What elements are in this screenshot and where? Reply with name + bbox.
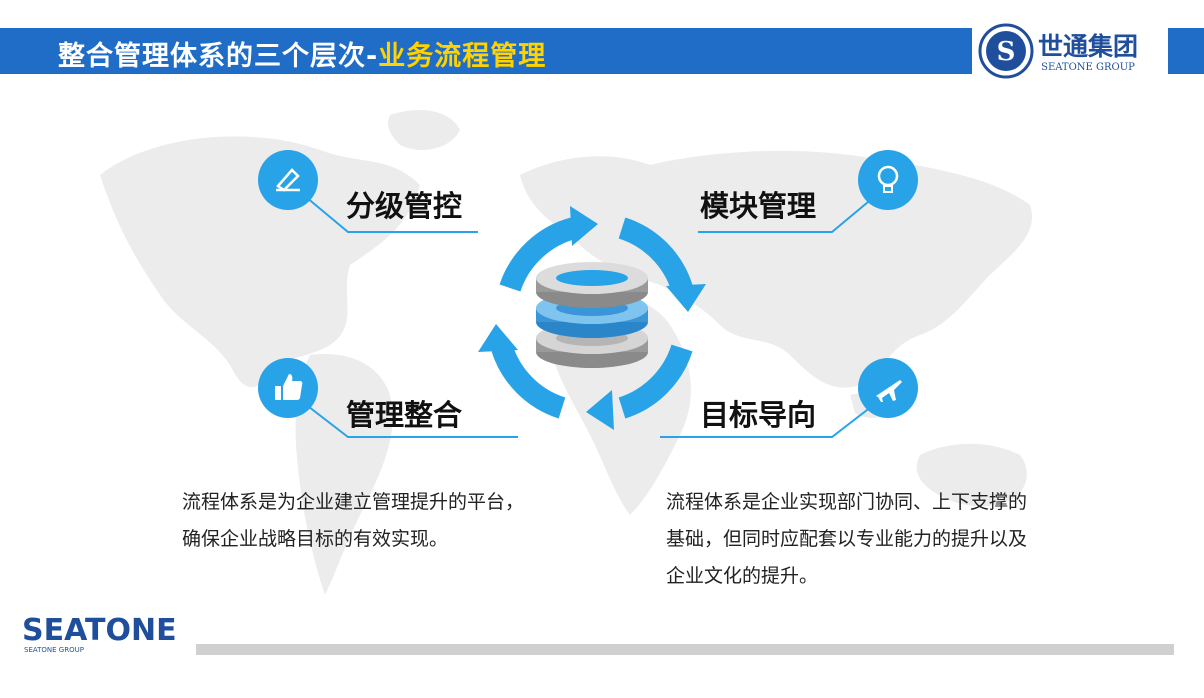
svg-text:S: S xyxy=(997,37,1016,67)
footer-bar xyxy=(196,644,1174,655)
page-title: 整合管理体系的三个层次-业务流程管理 xyxy=(58,34,546,73)
description-left-line2: 确保企业战略目标的有效实现。 xyxy=(182,528,449,550)
pen-writing-icon xyxy=(258,150,318,210)
stacked-disks-icon xyxy=(536,262,648,368)
airplane-icon xyxy=(858,358,918,418)
label-management-integration: 管理整合 xyxy=(346,398,463,432)
label-goal-oriented: 目标导向 xyxy=(700,398,817,432)
thumbs-up-icon xyxy=(258,358,318,418)
brand-cn-name: 世通集团 xyxy=(1038,32,1138,61)
description-right-line2: 基础，但同时应配套以专业能力的提升以及 xyxy=(666,528,1028,550)
description-left-line1: 流程体系是为企业建立管理提升的平台， xyxy=(182,491,525,513)
brand-logo: S 世通集团 SEATONE GROUP xyxy=(972,22,1168,80)
description-right-line1: 流程体系是企业实现部门协同、上下支撑的 xyxy=(666,491,1028,513)
description-right-line3: 企业文化的提升。 xyxy=(666,565,819,587)
label-module-management: 模块管理 xyxy=(700,189,817,223)
cycle-arrows-diagram xyxy=(478,206,706,430)
lightbulb-icon xyxy=(858,150,918,210)
seatone-logo-icon: S 世通集团 SEATONE GROUP xyxy=(978,23,1138,79)
footer-brand-sub: SEATONE GROUP xyxy=(24,646,84,654)
brand-en-name: SEATONE GROUP xyxy=(1041,62,1135,73)
footer-brand-name: SEATONE xyxy=(22,613,177,648)
footer-logo: SEATONE SEATONE GROUP xyxy=(22,613,177,654)
title-prefix: 整合管理体系的三个层次- xyxy=(58,41,379,72)
description-left: 流程体系是为企业建立管理提升的平台， 确保企业战略目标的有效实现。 xyxy=(182,484,602,558)
label-hierarchical-control: 分级管控 xyxy=(346,189,463,223)
description-right: 流程体系是企业实现部门协同、上下支撑的 基础，但同时应配套以专业能力的提升以及 … xyxy=(666,484,1106,595)
title-highlight: 业务流程管理 xyxy=(378,41,547,72)
